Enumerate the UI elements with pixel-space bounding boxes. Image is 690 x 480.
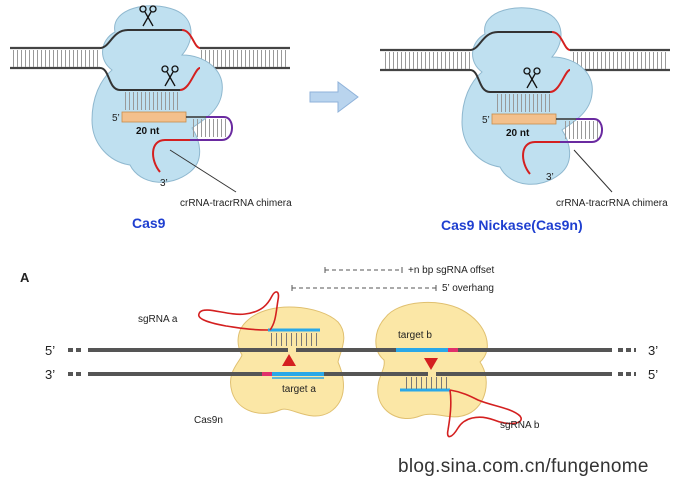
guide-sequence-box (121, 111, 187, 123)
cas9n-label: Cas9n (194, 415, 223, 426)
overhang-bracket: 5’ overhang (291, 283, 494, 294)
sgrna-a: sgRNA a (138, 291, 320, 346)
bottom-three-prime: 3’ (45, 367, 55, 382)
guide-length-label: 20 nt (136, 126, 160, 137)
cas9-complex: 20 nt 5’ 3’ crRNA-tracrRNA chimera Cas9 (10, 5, 292, 231)
transition-arrow (309, 81, 359, 113)
sgrna-b-label: sgRNA b (500, 420, 540, 431)
top-three-prime: 3’ (648, 343, 658, 358)
bottom-five-prime: 5’ (648, 367, 658, 382)
sgrna-a-label: sgRNA a (138, 314, 178, 325)
offset-label: +n bp sgRNA offset (408, 265, 494, 276)
dna-duplex-left (10, 46, 290, 70)
guide-length-label: 20 nt (506, 128, 530, 139)
target-b-label: target b (398, 330, 432, 341)
overhang-label: 5’ overhang (442, 283, 494, 294)
target-a-label: target a (282, 384, 316, 395)
scissors-icon (523, 67, 541, 89)
dna-duplex-right (380, 48, 670, 72)
three-prime-label: 3’ (546, 172, 554, 183)
cut-site-b-icon (424, 358, 438, 370)
five-prime-label: 5’ (482, 115, 490, 126)
sgrna-b: sgRNA b (400, 377, 540, 438)
cas9n-complex: 20 nt 5’ 3’ crRNA-tracrRNA chimera Cas9 … (380, 7, 670, 233)
top-five-prime: 5’ (45, 343, 55, 358)
watermark: blog.sina.com.cn/fungenome (398, 456, 649, 477)
offset-bracket: +n bp sgRNA offset (324, 265, 494, 276)
guide-sequence-box (491, 113, 557, 125)
panel-letter: A (20, 270, 30, 285)
three-prime-label: 3’ (160, 178, 168, 189)
cut-site-a-icon (282, 354, 296, 366)
chimera-label: crRNA-tracrRNA chimera (556, 198, 668, 209)
cas9-title: Cas9 (132, 215, 166, 231)
scissors-icon (161, 65, 179, 87)
chimera-label: crRNA-tracrRNA chimera (180, 198, 292, 209)
cas9n-title: Cas9 Nickase(Cas9n) (441, 217, 583, 233)
scissors-icon (139, 5, 157, 27)
five-prime-label: 5’ (112, 113, 120, 124)
